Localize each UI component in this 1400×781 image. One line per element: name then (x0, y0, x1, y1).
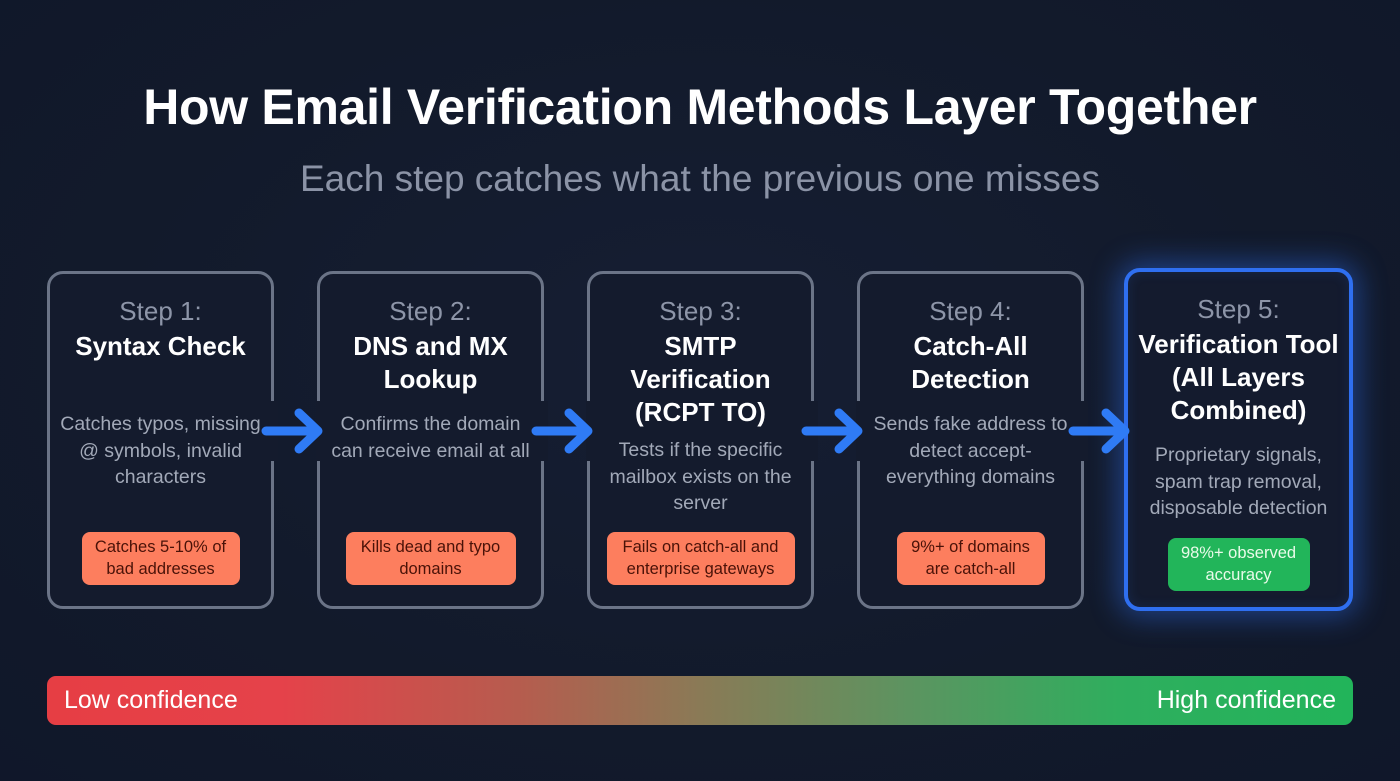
arrow-right-icon (801, 408, 863, 454)
step-badge: 9%+ of domains are catch-all (896, 532, 1045, 585)
step-title: Syntax Check (75, 331, 246, 361)
step-title: Verification Tool (All Layers Combined) (1138, 329, 1339, 425)
step-description: Sends fake address to detect accept-ever… (873, 413, 1068, 488)
step-badge: Kills dead and typo domains (345, 532, 516, 585)
arrow-right-icon (261, 408, 323, 454)
high-confidence-label: High confidence (1156, 686, 1336, 714)
step-description: Proprietary signals, spam trap removal, … (1149, 444, 1328, 519)
step-description: Tests if the specific mailbox exists on … (609, 439, 792, 514)
page-subtitle: Each step catches what the previous one … (299, 158, 1101, 199)
low-confidence-label: Low confidence (64, 686, 238, 714)
step-label: Step 4: (929, 296, 1012, 326)
step-card-3: Step 3: SMTP Verification (RCPT TO) Test… (587, 271, 814, 609)
step-badge: 98%+ observed accuracy (1167, 538, 1310, 591)
step-title: Catch-All Detection (911, 331, 1030, 394)
step-badge: Catches 5-10% of bad addresses (81, 532, 240, 585)
step-label: Step 5: (1197, 294, 1280, 324)
step-title: SMTP Verification (RCPT TO) (630, 331, 771, 427)
page-title: How Email Verification Methods Layer Tog… (143, 79, 1257, 135)
step-card-4: Step 4: Catch-All Detection Sends fake a… (857, 271, 1084, 609)
step-title: DNS and MX Lookup (353, 331, 508, 394)
step-card-1: Step 1: Syntax Check Catches typos, miss… (47, 271, 274, 609)
arrow-right-icon (1068, 408, 1130, 454)
step-label: Step 3: (659, 296, 742, 326)
step-badge: Fails on catch-all and enterprise gatewa… (606, 532, 795, 585)
confidence-scale-bar: Low confidence High confidence (47, 676, 1353, 725)
step-card-2: Step 2: DNS and MX Lookup Confirms the d… (317, 271, 544, 609)
step-label: Step 1: (119, 296, 202, 326)
arrow-right-icon (531, 408, 593, 454)
step-description: Confirms the domain can receive email at… (331, 413, 530, 462)
step-label: Step 2: (389, 296, 472, 326)
step-description: Catches typos, missing @ symbols, invali… (60, 413, 261, 488)
step-card-5: Step 5: Verification Tool (All Layers Co… (1124, 268, 1353, 611)
